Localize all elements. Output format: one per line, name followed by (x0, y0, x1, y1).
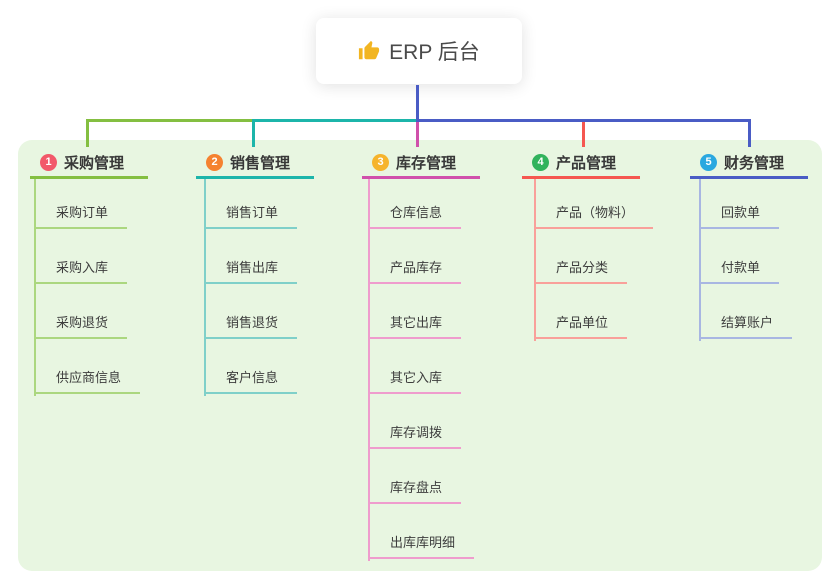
branch-node[interactable]: 2 销售管理 (196, 149, 314, 175)
child-node[interactable]: 付款单 (721, 260, 761, 275)
child-underline (368, 392, 461, 394)
child-underline (699, 337, 792, 339)
branch-underline (30, 176, 148, 179)
child-underline (368, 447, 461, 449)
connector-drop-line (86, 119, 89, 147)
child-underline (34, 227, 127, 229)
child-node[interactable]: 回款单 (721, 205, 761, 220)
child-node[interactable]: 其它入库 (390, 370, 443, 385)
branch-underline (690, 176, 808, 179)
child-node[interactable]: 客户信息 (226, 370, 279, 385)
child-node[interactable]: 产品（物料） (556, 205, 635, 220)
connector-bus-line (417, 119, 750, 122)
branch-number-badge: 3 (372, 153, 389, 171)
child-node[interactable]: 结算账户 (721, 315, 774, 330)
child-node[interactable]: 仓库信息 (390, 205, 443, 220)
child-spine-line (34, 179, 36, 396)
branch-label: 采购管理 (64, 154, 125, 172)
child-underline (204, 337, 297, 339)
thumbs-up-icon (359, 40, 380, 60)
child-node[interactable]: 产品库存 (390, 260, 443, 275)
child-underline (34, 282, 127, 284)
child-underline (534, 337, 627, 339)
child-node[interactable]: 出库库明细 (390, 535, 456, 550)
child-underline (34, 392, 140, 394)
child-underline (368, 337, 461, 339)
child-spine-line (368, 179, 370, 561)
child-underline (204, 392, 297, 394)
branches-background-panel (18, 140, 822, 571)
connector-drop-line (748, 119, 751, 147)
root-title: ERP 后台 (389, 41, 480, 64)
branch-number-badge: 4 (532, 153, 549, 171)
branch-node[interactable]: 4 产品管理 (522, 149, 640, 175)
branch-label: 产品管理 (556, 154, 617, 172)
root-node[interactable]: ERP 后台 (316, 18, 522, 84)
branch-number-badge: 2 (206, 153, 223, 171)
branch-label: 库存管理 (396, 154, 457, 172)
child-underline (534, 282, 627, 284)
child-underline (204, 227, 297, 229)
child-spine-line (699, 179, 701, 341)
child-underline (34, 337, 127, 339)
child-node[interactable]: 销售订单 (226, 205, 279, 220)
branch-underline (362, 176, 480, 179)
child-node[interactable]: 销售出库 (226, 260, 279, 275)
child-underline (534, 227, 653, 229)
branch-underline (522, 176, 640, 179)
child-node[interactable]: 供应商信息 (56, 370, 122, 385)
child-underline (368, 227, 461, 229)
connector-drop-line (582, 119, 585, 147)
child-node[interactable]: 产品分类 (556, 260, 609, 275)
branch-node[interactable]: 3 库存管理 (362, 149, 480, 175)
child-underline (368, 557, 474, 559)
branch-node[interactable]: 1 采购管理 (30, 149, 148, 175)
child-node[interactable]: 库存调拨 (390, 425, 443, 440)
child-node[interactable]: 销售退货 (226, 315, 279, 330)
branch-underline (196, 176, 314, 179)
child-node[interactable]: 采购入库 (56, 260, 109, 275)
branch-number-badge: 1 (40, 153, 57, 171)
child-underline (204, 282, 297, 284)
child-node[interactable]: 库存盘点 (390, 480, 443, 495)
branch-label: 财务管理 (724, 154, 785, 172)
connector-drop-line (416, 119, 419, 147)
child-spine-line (204, 179, 206, 396)
connector-bus-line (252, 119, 418, 122)
child-underline (368, 282, 461, 284)
branch-label: 销售管理 (230, 154, 291, 172)
connector-bus-line (86, 119, 254, 122)
child-node[interactable]: 采购退货 (56, 315, 109, 330)
child-node[interactable]: 其它出库 (390, 315, 443, 330)
child-underline (699, 282, 779, 284)
branch-node[interactable]: 5 财务管理 (690, 149, 808, 175)
child-spine-line (534, 179, 536, 341)
root-stem-line (416, 85, 419, 122)
child-underline (699, 227, 779, 229)
child-node[interactable]: 采购订单 (56, 205, 109, 220)
child-underline (368, 502, 461, 504)
branch-number-badge: 5 (700, 153, 717, 171)
connector-drop-line (252, 119, 255, 147)
child-node[interactable]: 产品单位 (556, 315, 609, 330)
